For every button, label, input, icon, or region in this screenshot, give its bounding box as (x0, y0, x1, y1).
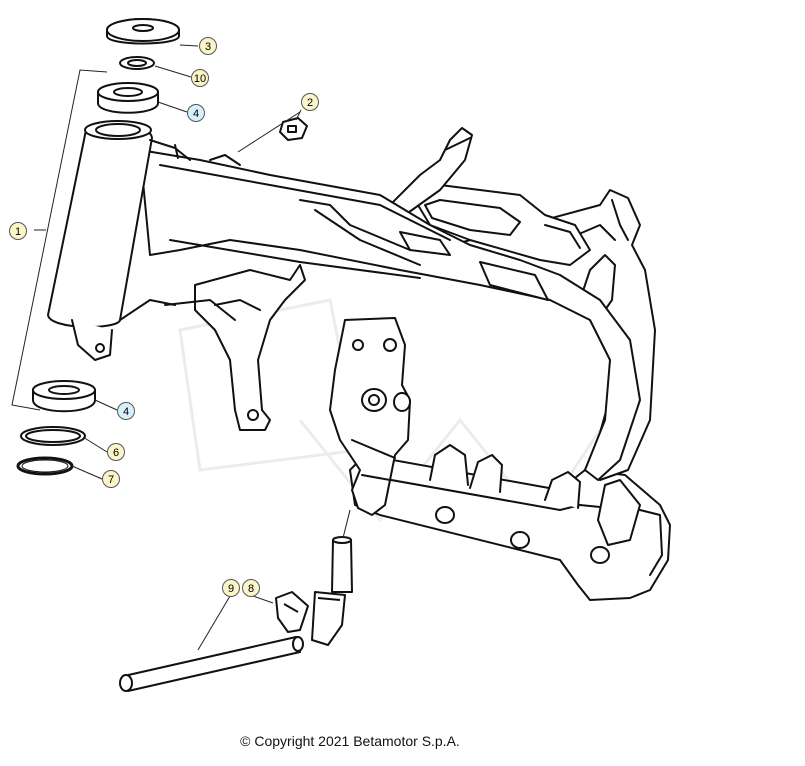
pivot-plate (329, 317, 411, 516)
svg-text:2: 2 (307, 97, 313, 109)
part-stand-pin (311, 536, 353, 646)
parts (16, 18, 353, 692)
part-nut (279, 117, 308, 141)
engine-hanger (194, 264, 306, 431)
part-upper-bearing (97, 82, 159, 114)
svg-text:1: 1 (15, 226, 21, 238)
leader-lines (11, 44, 351, 651)
callout-6: 6 (107, 443, 125, 461)
part-dust-cap (106, 18, 180, 45)
svg-text:10: 10 (194, 73, 206, 85)
callout-3: 3 (199, 37, 217, 55)
callouts: 1 2 3 4 4 6 7 8 9 10 (9, 37, 319, 597)
svg-text:6: 6 (113, 447, 119, 459)
part-lower-bearing (32, 380, 96, 413)
part-o-ring (16, 456, 74, 476)
callout-9: 9 (222, 579, 240, 597)
callout-4-lower: 4 (117, 402, 135, 420)
svg-text:4: 4 (193, 108, 199, 120)
callout-2: 2 (301, 93, 319, 111)
copyright-footer: © Copyright 2021 Betamotor S.p.A. (240, 733, 460, 749)
part-washer (119, 56, 155, 70)
callout-10: 10 (191, 69, 209, 87)
callout-1: 1 (9, 222, 27, 240)
part-clip (275, 591, 309, 633)
callout-7: 7 (102, 470, 120, 488)
steering-head (47, 123, 153, 328)
part-seal-ring (20, 426, 86, 446)
callout-4-upper: 4 (187, 104, 205, 122)
svg-text:4: 4 (123, 406, 129, 418)
svg-text:3: 3 (205, 41, 211, 53)
part-rod (119, 636, 304, 692)
svg-text:8: 8 (248, 583, 254, 595)
frame (47, 120, 671, 601)
svg-text:9: 9 (228, 583, 234, 595)
svg-text:7: 7 (108, 474, 114, 486)
main-spar (139, 149, 641, 481)
callout-8: 8 (242, 579, 260, 597)
